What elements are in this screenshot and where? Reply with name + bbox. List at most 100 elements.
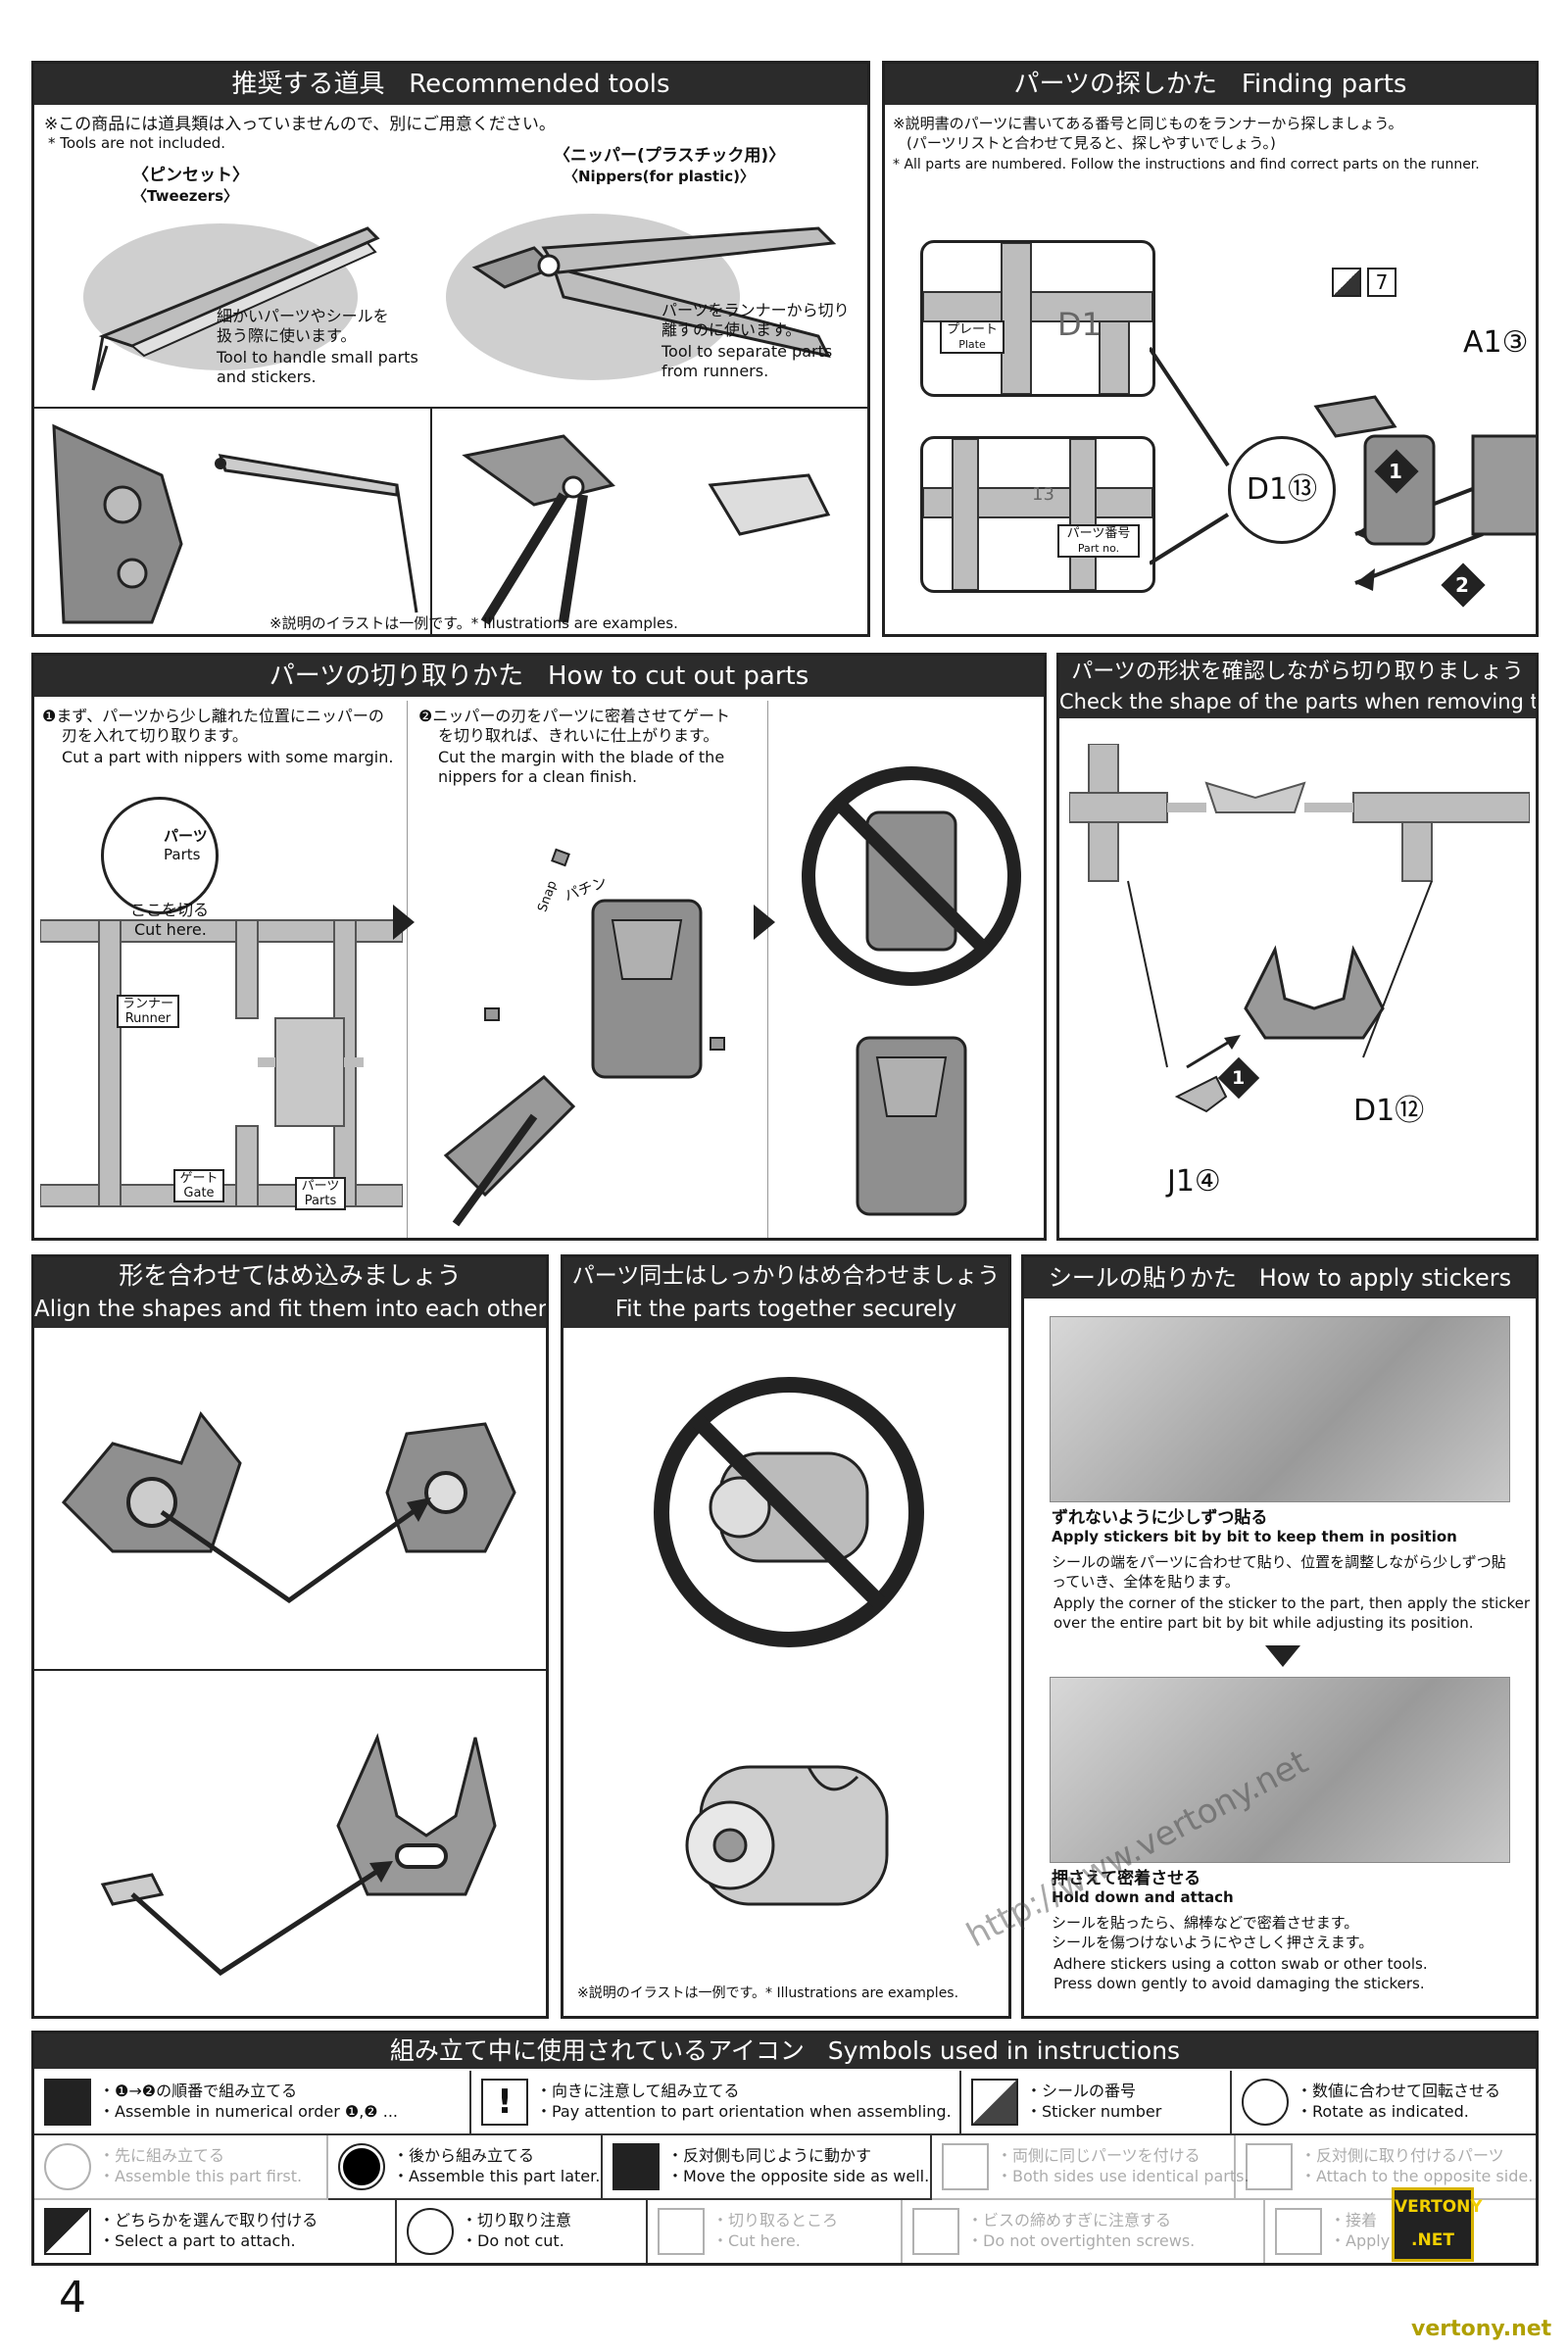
sticker-h2-en: Hold down and attach [1052, 1888, 1234, 1906]
tools-title-en: Recommended tools [409, 70, 670, 99]
parts2-label-en: Parts [304, 1194, 337, 1208]
finding-step1: 1 [1389, 460, 1402, 483]
partno-label-jp: パーツ番号 [1066, 526, 1131, 541]
symbol-sticker-number: ・シールの番号・Sticker number [961, 2071, 1232, 2135]
symbol-11-en: ・Cut here. [712, 2231, 801, 2250]
nippers-desc-jp2: 離すのに使います。 [662, 320, 802, 339]
symbol-12-en: ・Do not overtighten screws. [967, 2231, 1196, 2250]
finding-note-jp2: (パーツリストと合わせて見ると、探しやすいでしょう。) [906, 134, 1276, 152]
tweezers-label-jp: 〈ピンセット〉 [132, 166, 249, 185]
runner-label: ランナー Runner [117, 995, 179, 1028]
parts-label-en: Parts [164, 846, 201, 863]
partno-label: パーツ番号 Part no. [1057, 524, 1140, 558]
tweezers-desc-jp2: 扱う際に使います。 [217, 326, 357, 345]
check-title-en: Check the shape of the parts when removi… [1059, 690, 1536, 713]
numbered-step-icon [44, 2079, 91, 2126]
tweezers-desc-jp1: 細かいパーツやシールを [217, 307, 389, 325]
symbol-1-jp: ・向きに注意して組み立てる [536, 2082, 740, 2100]
symbol-assemble-first: ・先に組み立てる・Assemble this part first. [34, 2135, 328, 2200]
sticker-d2-jp2: シールを傷つけないようにやさしく押さえます。 [1052, 1934, 1374, 1951]
watermark-footer: vertony.net [1411, 2317, 1552, 2341]
sticker-h2-jp: 押さえて密着させる [1052, 1869, 1201, 1888]
sticker-d2-en2: Press down gently to avoid damaging the … [1054, 1975, 1425, 1992]
cut-step1-jp2: 刃を入れて切り取ります。 [62, 726, 248, 745]
fit-title-jp: パーツ同士はしっかりはめ合わせましょう [571, 1263, 1001, 1289]
parts2-label: パーツ Parts [295, 1177, 346, 1210]
recommended-tools-panel: 推奨する道具 Recommended tools ※この商品には道具類は入ってい… [31, 61, 870, 637]
clean-part-illustration [856, 1036, 967, 1216]
finding-arrows [1150, 346, 1536, 591]
symbol-identical-parts: ・両側に同じパーツを付ける・Both sides use identical p… [932, 2135, 1250, 2200]
assemble-later-icon [338, 2143, 385, 2190]
symbol-0-en: ・Assemble in numerical order ❶,❷ ... [99, 2102, 398, 2121]
symbols-panel: 組み立て中に使用されているアイコン Symbols used in instru… [31, 2031, 1539, 2266]
cut-here-icon [658, 2208, 705, 2255]
symbol-11-jp: ・切り取るところ [712, 2211, 839, 2230]
sticker-number: 7 [1375, 270, 1389, 294]
check-label-j1: J1④ [1167, 1164, 1221, 1199]
fit-securely-panel: パーツ同士はしっかりはめ合わせましょう Fit the parts togeth… [561, 1254, 1011, 2019]
symbol-6-en: ・Move the opposite side as well. [667, 2167, 930, 2185]
partno-label-en: Part no. [1077, 542, 1120, 555]
fit-header: パーツ同士はしっかりはめ合わせましょう Fit the parts togeth… [564, 1257, 1008, 1328]
nippers-usage-illustration [462, 434, 831, 625]
symbol-4-jp: ・先に組み立てる [99, 2146, 225, 2165]
finding-parts-header: パーツの探しかた Finding parts [885, 64, 1536, 105]
sticker-d1-en1: Apply the corner of the sticker to the p… [1054, 1594, 1531, 1612]
page-number: 4 [59, 2273, 86, 2323]
check-label-d1: D1⑫ [1353, 1094, 1425, 1128]
finding-title-en: Finding parts [1241, 70, 1407, 99]
finding-step2: 2 [1455, 573, 1469, 597]
plate-runner-box [920, 240, 1155, 397]
finding-parts-panel: パーツの探しかた Finding parts ※説明書のパーツに書いてある番号と… [882, 61, 1539, 637]
symbol-9-en: ・Select a part to attach. [99, 2231, 296, 2250]
symbols-header: 組み立て中に使用されているアイコン Symbols used in instru… [34, 2034, 1536, 2069]
vertony-badge: VERTONY .NET [1392, 2187, 1483, 2262]
sticker-photo-2 [1050, 1677, 1510, 1863]
check-title-jp: パーツの形状を確認しながら切り取りましょう [1071, 660, 1524, 684]
tweezers-illustration [83, 223, 380, 391]
sticker-d1-en2: over the entire part bit by bit while ad… [1054, 1614, 1474, 1632]
vertony-badge-line1: VERTONY [1395, 2197, 1483, 2217]
symbol-10-jp: ・切り取り注意 [462, 2211, 572, 2230]
symbol-apply: ・接着・Apply [1265, 2200, 1536, 2263]
symbol-6-jp: ・反対側も同じように動かす [667, 2146, 872, 2165]
parts-label-jp: パーツ [164, 827, 208, 845]
finding-note-en: * All parts are numbered. Follow the ins… [893, 157, 1480, 172]
stickers-title-jp: シールの貼りかた [1048, 1264, 1237, 1292]
glue-icon [1275, 2208, 1322, 2255]
symbol-13-en: ・Apply [1330, 2231, 1391, 2250]
a1-3-label: A1③ [1463, 325, 1529, 360]
sticker-d2-en1: Adhere stickers using a cotton swab or o… [1054, 1955, 1428, 1973]
symbol-7-en: ・Both sides use identical parts. [997, 2167, 1250, 2185]
symbol-0-jp: ・❶→❷の順番で組み立てる [99, 2082, 298, 2100]
no-rough-cut-icon [802, 766, 1021, 986]
symbol-9-jp: ・どちらかを選んで取り付ける [99, 2211, 318, 2230]
symbol-overtighten: ・ビスの締めすぎに注意する・Do not overtighten screws. [903, 2200, 1265, 2263]
align-title-jp: 形を合わせてはめ込みましょう [119, 1261, 462, 1290]
sticker-number-icon [971, 2079, 1018, 2126]
runner-illustration [40, 919, 403, 1207]
cut-step1-jp1: ❶まず、パーツから少し離れた位置にニッパーの [42, 707, 384, 725]
symbol-5-jp: ・後から組み立てる [393, 2146, 535, 2165]
snap-illustration [443, 848, 725, 1227]
sticker-d2-jp1: シールを貼ったら、綿棒などで密着させます。 [1052, 1914, 1359, 1932]
sticker-d1-jp1: シールの端をパーツに合わせて貼り、位置を調整しながら少しずつ貼 [1052, 1553, 1506, 1571]
next-arrow-icon-2 [754, 905, 775, 940]
symbol-12-jp: ・ビスの締めすぎに注意する [967, 2211, 1172, 2230]
identical-parts-icon [942, 2143, 989, 2190]
symbol-2-en: ・Sticker number [1026, 2102, 1162, 2121]
cut-step1-en: Cut a part with nippers with some margin… [62, 748, 394, 766]
cut-step2-en1: Cut the margin with the blade of the [438, 748, 725, 766]
nippers-label-en: 〈Nippers(for plastic)〉 [564, 168, 755, 185]
d1-13-callout-text: D1⑬ [1246, 472, 1318, 507]
screw-icon [912, 2208, 959, 2255]
plate-label: プレート Plate [940, 320, 1004, 354]
fit-title-en: Fit the parts together securely [614, 1297, 957, 1322]
symbol-4-en: ・Assemble this part first. [99, 2167, 303, 2185]
cut-out-header: パーツの切り取りかた How to cut out parts [34, 656, 1044, 697]
symbol-rotate: ・数値に合わせて回転させる・Rotate as indicated. [1232, 2071, 1536, 2135]
cut-step2-jp2: を切り取れば、きれいに仕上がります。 [438, 726, 719, 745]
tweezers-label-en: 〈Tweezers〉 [132, 187, 239, 205]
partno-runner-box [920, 436, 1155, 593]
